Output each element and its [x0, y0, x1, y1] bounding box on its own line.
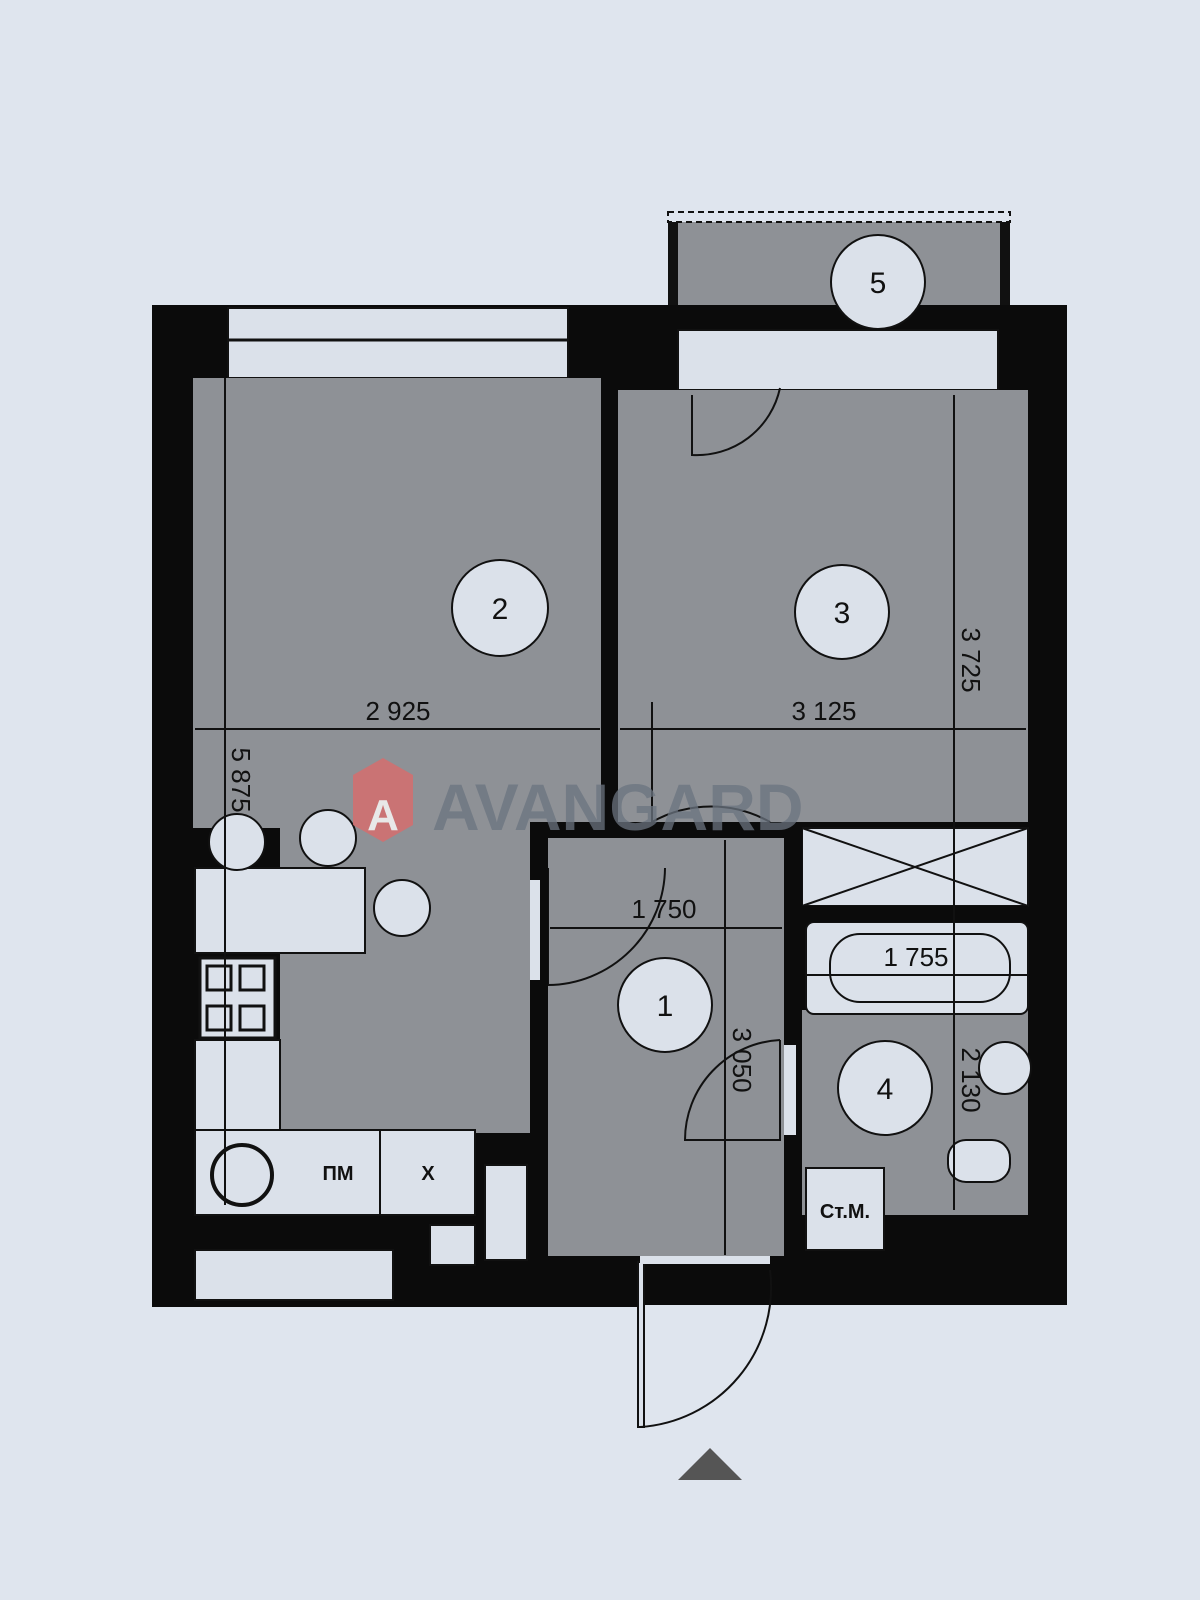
dimension-label: 3 725 [956, 627, 986, 692]
kitchen-counter-left [194, 1039, 281, 1131]
dimension-label: 3 125 [791, 696, 856, 726]
room-number: 4 [877, 1073, 894, 1106]
balcony-window [677, 329, 999, 391]
kitchen-sink [210, 1143, 274, 1207]
window [227, 307, 569, 379]
dimension-label: 2 925 [365, 696, 430, 726]
entrance-door-leaf [637, 1261, 645, 1428]
dimension-label: 1 755 [883, 942, 948, 972]
room-number: 1 [657, 990, 674, 1023]
sink [978, 1041, 1032, 1095]
watermark-text: AVANGARD [432, 770, 804, 844]
dimension-label: 3 050 [727, 1027, 757, 1092]
room-number: 2 [492, 593, 509, 626]
dimension-label: 1 750 [631, 894, 696, 924]
brand-logo-icon [353, 758, 413, 842]
room-number: 3 [834, 597, 851, 630]
door-swing [683, 1039, 781, 1141]
watermark: A AVANGARD [353, 758, 804, 844]
toilet [947, 1139, 1011, 1183]
stove [198, 956, 277, 1040]
dimension-label: 5 875 [226, 747, 256, 812]
entrance-arrow-icon [678, 1448, 742, 1480]
fixture-label: Х [421, 1163, 435, 1185]
door-swing [639, 1269, 773, 1428]
kitchen-counter-top [194, 867, 366, 954]
washing-machine [805, 1167, 885, 1251]
door-swing [691, 387, 781, 457]
fixture-label: ПМ [322, 1163, 353, 1185]
chair [299, 809, 357, 867]
room-number: 5 [870, 267, 887, 300]
chair [208, 813, 266, 871]
logo-letter: A [367, 791, 399, 840]
fixture-label: Ст.М. [820, 1201, 870, 1223]
door-swing [547, 867, 666, 987]
chair [373, 879, 431, 937]
door-swing [651, 702, 771, 824]
dimension-label: 2 130 [956, 1047, 986, 1112]
